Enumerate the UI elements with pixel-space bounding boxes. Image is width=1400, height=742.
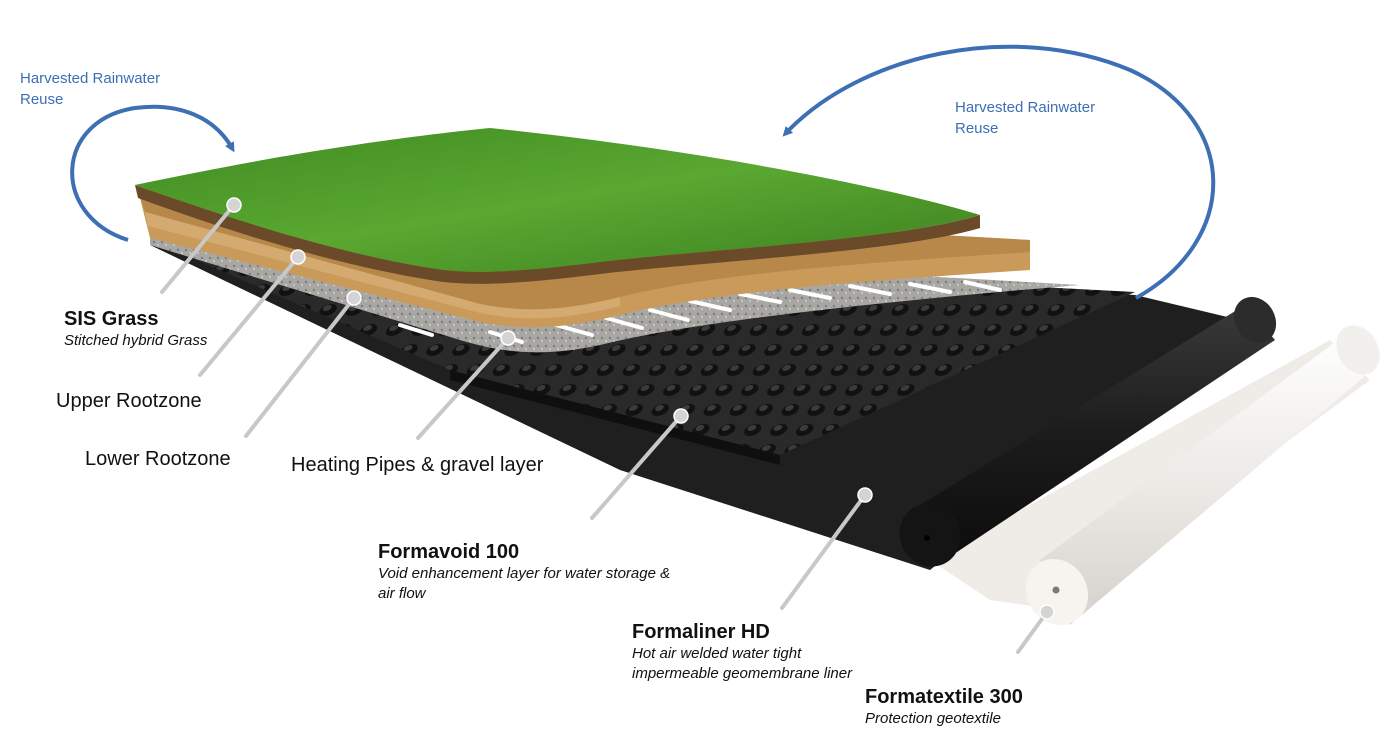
- sis-grass-label: SIS Grass Stitched hybrid Grass: [64, 308, 207, 351]
- formaliner-description-line1: Hot air welded water tight: [632, 645, 802, 662]
- rainwater-label-left: Harvested Rainwater Reuse: [20, 68, 160, 110]
- formaliner-roll: [899, 296, 1277, 567]
- rainwater-label-left-line2: Reuse: [20, 91, 64, 108]
- sis-grass-description: Stitched hybrid Grass: [64, 332, 208, 349]
- rainwater-label-left-line1: Harvested Rainwater: [20, 70, 161, 87]
- heating-pipes: [398, 280, 1002, 344]
- leader-lines: [160, 203, 1049, 654]
- formatextile-label: Formatextile 300 Protection geotextile: [865, 686, 1023, 729]
- rainwater-label-right-line1: Harvested Rainwater: [955, 99, 1096, 116]
- rainwater-label-right-line2: Reuse: [955, 120, 999, 137]
- formavoid-label: Formavoid 100 Void enhancement layer for…: [378, 541, 670, 604]
- upper-rootzone-label: Upper Rootzone: [56, 390, 202, 412]
- formavoid-description-line2: air flow: [378, 585, 426, 602]
- sis-grass-surface: [135, 128, 980, 284]
- formavoid-title: Formavoid 100: [378, 541, 520, 563]
- leader-dots: [226, 197, 1055, 620]
- rainwater-label-right: Harvested Rainwater Reuse: [955, 97, 1095, 139]
- sis-grass-title: SIS Grass: [64, 308, 159, 330]
- lower-rootzone-label: Lower Rootzone: [85, 448, 231, 470]
- rainwater-arrow-right: [782, 44, 1216, 300]
- rainwater-arrow-left: [70, 104, 235, 242]
- formavoid-description-line1: Void enhancement layer for water storage…: [378, 565, 671, 582]
- formaliner-label: Formaliner HD Hot air welded water tight…: [632, 621, 852, 684]
- formaliner-description-line2: impermeable geomembrane liner: [632, 665, 853, 682]
- formatextile-description: Protection geotextile: [865, 710, 1001, 727]
- heating-pipes-label: Heating Pipes & gravel layer: [291, 454, 544, 476]
- formaliner-title: Formaliner HD: [632, 621, 770, 643]
- formatextile-title: Formatextile 300: [865, 686, 1023, 708]
